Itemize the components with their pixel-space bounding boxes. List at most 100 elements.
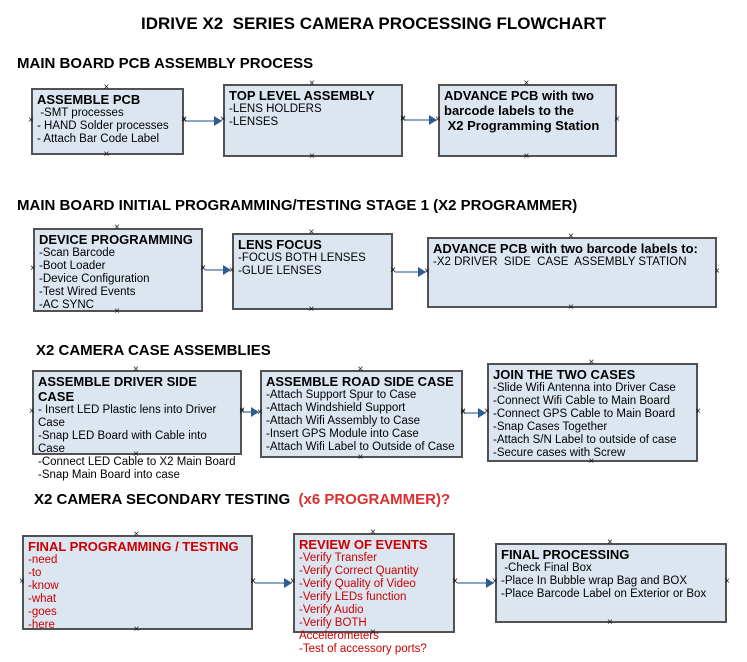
flow-arrow[interactable]: × xyxy=(390,266,426,277)
flow-arrow[interactable]: × xyxy=(239,406,259,417)
box-item: -Test Wired Events xyxy=(39,286,136,298)
box-final-processing[interactable]: FINAL PROCESSING -Check Final Box-Place … xyxy=(492,538,730,628)
box-title: FINAL PROCESSING xyxy=(501,547,630,562)
connector-handle-icon: × xyxy=(614,113,620,125)
connector-handle-icon: × xyxy=(309,78,315,89)
section-heading-secondary-testing: X2 CAMERA SECONDARY TESTING (x6 PROGRAMM… xyxy=(34,491,450,508)
box-title: DEVICE PROGRAMMING xyxy=(39,232,193,247)
arrowhead-icon xyxy=(284,578,292,588)
box-assemble-driver-side-case[interactable]: ASSEMBLE DRIVER SIDE CASE - Insert LED P… xyxy=(29,365,245,482)
flow-arrow[interactable]: × xyxy=(452,577,494,588)
flow-arrow[interactable]: × xyxy=(181,115,222,126)
box-item: -Verify Correct Quantity xyxy=(299,565,419,577)
flow-arrow[interactable]: × xyxy=(400,114,437,125)
box-item: -AC SYNC xyxy=(39,299,94,311)
box-title: ASSEMBLE ROAD SIDE CASE xyxy=(266,374,454,389)
box-item: -LENSES xyxy=(229,116,279,128)
connector-handle-icon: × xyxy=(523,151,530,162)
flow-arrow[interactable]: × xyxy=(250,577,292,588)
box-title: ASSEMBLE DRIVER SIDE CASE xyxy=(38,374,201,404)
box-item: -Connect Wifi Cable to Main Board xyxy=(493,395,671,407)
connector-handle-icon: × xyxy=(607,617,613,628)
connector-handle-icon: × xyxy=(103,82,110,93)
box-item: -X2 DRIVER SIDE CASE ASSEMBLY STATION xyxy=(433,256,687,268)
connector-handle-icon: × xyxy=(695,405,701,417)
connector-handle-icon: × xyxy=(19,575,25,587)
box-item: -Test of accessory ports? xyxy=(299,643,427,655)
box-items: -FOCUS BOTH LENSES-GLUE LENSES xyxy=(238,252,387,278)
connector-handle-icon: × xyxy=(714,265,720,277)
box-item: -Snap Main Board into case xyxy=(38,469,180,481)
arrowhead-icon xyxy=(214,116,222,126)
box-items: -need-to-know-what-goes-here xyxy=(28,554,247,632)
box-lens-focus[interactable]: LENS FOCUS -FOCUS BOTH LENSES-GLUE LENSE… xyxy=(229,228,396,315)
box-item: -Place Barcode Label on Exterior or Box xyxy=(501,588,707,600)
connector-handle-icon: × xyxy=(114,222,120,233)
box-item: -Attach S/N Label to outside of case xyxy=(493,434,677,446)
box-item: -Slide Wifi Antenna into Driver Case xyxy=(493,382,676,394)
connector-handle-icon: × xyxy=(724,576,730,587)
box-items: - Insert LED Plastic lens into Driver Ca… xyxy=(38,404,236,482)
arrow-line xyxy=(186,120,217,122)
flow-arrow[interactable]: × xyxy=(460,407,486,418)
connector-handle-icon: × xyxy=(309,151,315,162)
box-item: -Attach Support Spur to Case xyxy=(266,389,417,401)
arrow-line xyxy=(244,411,254,413)
box-item: -Verify Audio xyxy=(299,604,364,616)
box-final-programming-testing[interactable]: FINAL PROGRAMMING / TESTING -need-to-kno… xyxy=(19,530,256,635)
connector-handle-icon: × xyxy=(357,452,364,463)
box-title: ADVANCE PCB with two barcode labels to: xyxy=(433,241,698,256)
box-item: -Device Configuration xyxy=(39,273,150,285)
box-item: -Attach Wifi Label to Outside of Case xyxy=(266,441,455,453)
connector-handle-icon: × xyxy=(370,527,376,538)
section-heading-initial-programming: MAIN BOARD INITIAL PROGRAMMING/TESTING S… xyxy=(17,197,578,214)
connector-handle-icon: × xyxy=(28,114,34,126)
heading-red-part: (x6 PROGRAMMER)? xyxy=(294,491,451,508)
box-item: -Check Final Box xyxy=(501,562,592,574)
box-item: -Boot Loader xyxy=(39,260,106,272)
page-title: IDRIVE X2 SERIES CAMERA PROCESSING FLOWC… xyxy=(140,14,607,33)
box-item: -Place In Bubble wrap Bag and BOX xyxy=(501,575,688,587)
box-item: -Verify Transfer xyxy=(299,552,377,564)
box-join-the-two-cases[interactable]: JOIN THE TWO CASES -Slide Wifi Antenna i… xyxy=(484,358,701,467)
box-title: JOIN THE TWO CASES xyxy=(493,367,636,382)
box-item: - Insert LED Plastic lens into Driver Ca… xyxy=(38,404,220,429)
flow-arrow[interactable]: × xyxy=(200,264,231,275)
box-items: -Check Final Box-Place In Bubble wrap Ba… xyxy=(501,562,721,601)
box-item: -know xyxy=(28,580,59,592)
connector-handle-icon: × xyxy=(523,78,530,89)
arrow-line xyxy=(457,582,489,584)
box-top-level-assembly[interactable]: TOP LEVEL ASSEMBLY -LENS HOLDERS-LENSES … xyxy=(220,79,406,162)
connector-handle-icon: × xyxy=(568,231,574,242)
box-items: -Scan Barcode-Boot Loader-Device Configu… xyxy=(39,247,197,312)
box-title: ADVANCE PCB with two barcode labels to t… xyxy=(444,88,600,133)
box-items: -Slide Wifi Antenna into Driver Case-Con… xyxy=(493,382,692,460)
connector-handle-icon: × xyxy=(133,364,139,375)
box-advance-pcb-driver-side-station[interactable]: ADVANCE PCB with two barcode labels to: … xyxy=(424,232,720,313)
box-item: - Attach Bar Code Label xyxy=(37,133,160,145)
box-items: -X2 DRIVER SIDE CASE ASSEMBLY STATION xyxy=(433,256,711,269)
arrow-line xyxy=(205,269,226,271)
box-assemble-road-side-case[interactable]: ASSEMBLE ROAD SIDE CASE -Attach Support … xyxy=(257,365,466,463)
box-item: -Attach Wifi Assembly to Case xyxy=(266,415,421,427)
arrow-line xyxy=(255,582,287,584)
box-review-of-events[interactable]: REVIEW OF EVENTS -Verify Transfer-Verify… xyxy=(290,528,458,656)
section-heading-case-assemblies: X2 CAMERA CASE ASSEMBLIES xyxy=(36,342,271,359)
box-item: -Snap Cases Together xyxy=(493,421,608,433)
box-items: -Verify Transfer-Verify Correct Quantity… xyxy=(299,552,449,656)
box-title: REVIEW OF EVENTS xyxy=(299,537,428,552)
box-item: -Insert GPS Module into Case xyxy=(266,428,419,440)
arrow-line xyxy=(465,412,481,414)
box-item: -Secure cases with Screw xyxy=(493,447,626,459)
connector-handle-icon: × xyxy=(308,304,315,315)
box-item: -FOCUS BOTH LENSES xyxy=(238,252,366,264)
box-item: -to xyxy=(28,567,42,579)
arrow-line xyxy=(405,119,432,121)
box-advance-pcb-programming-station[interactable]: ADVANCE PCB with two barcode labels to t… xyxy=(435,79,620,162)
box-item: -need xyxy=(28,554,58,566)
box-device-programming[interactable]: DEVICE PROGRAMMING -Scan Barcode-Boot Lo… xyxy=(30,223,206,317)
arrowhead-icon xyxy=(251,407,259,417)
box-item: -Connect LED Cable to X2 Main Board xyxy=(38,456,236,468)
box-assemble-pcb[interactable]: ASSEMBLE PCB -SMT processes- HAND Solder… xyxy=(28,83,187,160)
box-title: LENS FOCUS xyxy=(238,237,322,252)
